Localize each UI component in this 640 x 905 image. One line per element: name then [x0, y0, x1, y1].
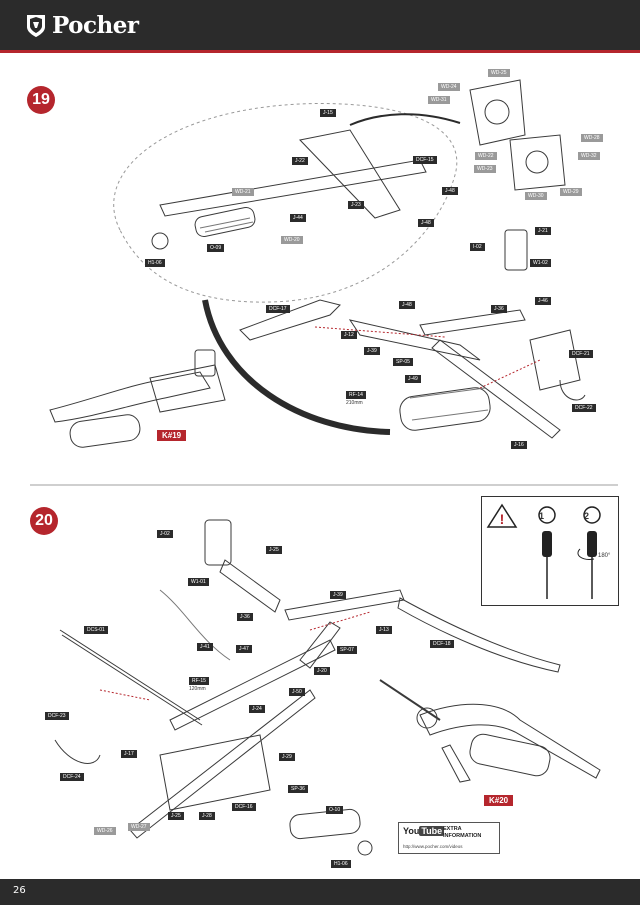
part-label: J-24: [249, 705, 265, 713]
part-label: J-25: [168, 812, 184, 820]
part-label: DCF-23: [45, 712, 69, 720]
kit-code-k20: K#20: [484, 795, 514, 806]
callout-1: 1: [539, 511, 545, 521]
part-label: W1-01: [188, 578, 209, 586]
part-label: DCF-22: [572, 404, 596, 412]
part-label: RF-14: [346, 391, 366, 399]
part-label: J-17: [121, 750, 137, 758]
part-label: J-12: [341, 331, 357, 339]
part-label: J-13: [376, 626, 392, 634]
part-label: I-02: [470, 243, 485, 251]
part-label: RF-15: [189, 677, 209, 685]
part-label: O-09: [207, 244, 225, 252]
part-label: WD-30: [525, 192, 547, 200]
step-19-badge: 19: [27, 86, 55, 114]
part-label: DCF-18: [430, 640, 454, 648]
header-bar: Pocher: [0, 0, 640, 50]
page-number: 26: [13, 885, 26, 896]
part-label: J-25: [266, 546, 282, 554]
part-label: DCF-17: [266, 305, 290, 313]
part-label: J-16: [511, 441, 527, 449]
part-label: WD-21: [232, 188, 254, 196]
part-label: J-44: [290, 214, 306, 222]
part-label: J-21: [535, 227, 551, 235]
part-label: WD-29: [560, 188, 582, 196]
header-accent-line: [0, 50, 640, 53]
part-label: DCF-16: [232, 803, 256, 811]
part-label: DCF-24: [60, 773, 84, 781]
part-label: J-50: [289, 688, 305, 696]
brand-logo: Pocher: [26, 12, 139, 39]
part-label: DCF-15: [413, 156, 437, 164]
part-label: WD-25: [488, 69, 510, 77]
part-label: WD-22: [475, 152, 497, 160]
part-label: WD-26: [94, 827, 116, 835]
part-label: J-29: [279, 753, 295, 761]
part-label: J-48: [442, 187, 458, 195]
part-label: J-20: [314, 667, 330, 675]
step-20-badge: 20: [30, 507, 58, 535]
part-label: DCS-01: [84, 626, 108, 634]
part-label: J-23: [348, 201, 364, 209]
crest-icon: [27, 14, 45, 37]
brand-name: Pocher: [52, 12, 139, 39]
part-label: J-15: [320, 109, 336, 117]
part-label: J-48: [399, 301, 415, 309]
part-label: WD-31: [428, 96, 450, 104]
wire-length: 210mm: [346, 400, 363, 406]
part-label: WD-24: [438, 83, 460, 91]
part-label: H1-06: [331, 860, 351, 868]
part-label: J-46: [535, 297, 551, 305]
part-label: WD-32: [578, 152, 600, 160]
svg-text:!: !: [500, 511, 505, 527]
part-label: O-10: [326, 806, 344, 814]
part-label: SP-07: [337, 646, 357, 654]
part-label: J-02: [157, 530, 173, 538]
part-label: SP-36: [288, 785, 308, 793]
video-url-link[interactable]: http://www.pocher.com/videos: [403, 844, 463, 849]
rotation-instruction-box: ! 1 2 180°: [481, 496, 619, 606]
part-label: W1-02: [530, 259, 551, 267]
part-label: J-36: [237, 613, 253, 621]
part-label: J-47: [236, 645, 252, 653]
callout-2: 2: [584, 511, 590, 521]
section-divider: [30, 484, 618, 486]
part-label: J-28: [199, 812, 215, 820]
part-label: SP-05: [393, 358, 413, 366]
part-label: J-41: [197, 643, 213, 651]
part-label: WD-28: [581, 134, 603, 142]
wire-length: 120mm: [189, 686, 206, 692]
part-label: DCF-21: [569, 350, 593, 358]
part-label: J-22: [292, 157, 308, 165]
part-label: J-36: [491, 305, 507, 313]
kit-code-k19: K#19: [157, 430, 187, 441]
part-label: J-39: [364, 347, 380, 355]
part-label: WD-23: [474, 165, 496, 173]
screwdriver-rotate-illustration: !: [486, 503, 601, 599]
part-label: J-48: [418, 219, 434, 227]
part-label: J-39: [330, 591, 346, 599]
part-label: WD-27: [128, 823, 150, 831]
part-label: WD-20: [281, 236, 303, 244]
extra-information-label: EXTRA INFORMATION: [443, 826, 482, 839]
footer-bar: 26: [0, 879, 640, 905]
part-label: H1-06: [145, 259, 165, 267]
rotation-angle: 180°: [598, 553, 611, 559]
part-label: J-49: [405, 375, 421, 383]
